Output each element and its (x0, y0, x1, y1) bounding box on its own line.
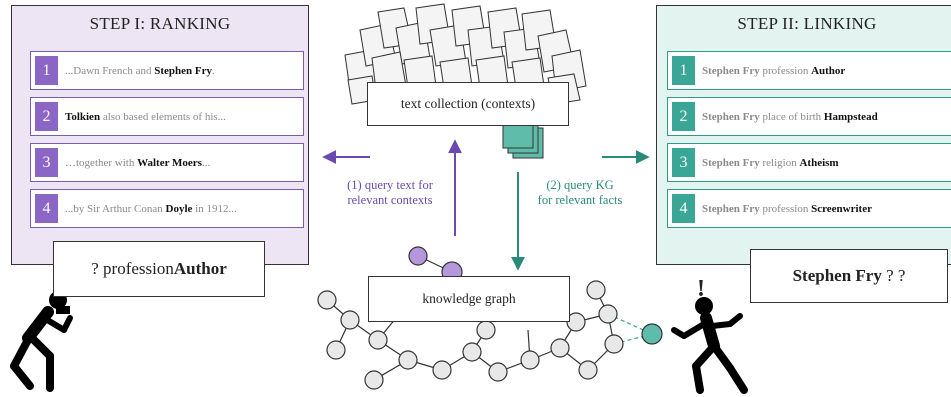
ranking-panel: STEP I: RANKING 1 ...Dawn French and Ste… (11, 5, 309, 265)
linking-title: STEP II: LINKING (737, 14, 877, 33)
ranking-item: 3 …together with Walter Moers... (30, 143, 304, 182)
ranking-item: 4 ...by Sir Arthur Conan Doyle in 1912..… (30, 189, 304, 228)
ranking-item-number: 4 (35, 194, 58, 223)
ranking-item-text: …together with Walter Moers... (65, 156, 211, 169)
linking-item-number: 2 (672, 102, 695, 131)
graph-node-icon (317, 280, 624, 390)
ranking-title: STEP I: RANKING (89, 14, 231, 33)
query-bubble-right: Stephen Fry ? ? (750, 249, 948, 303)
query-bubble-keyword: Author (173, 259, 227, 278)
linking-item-text: Stephen Fry place of birth Hampstead (702, 110, 878, 123)
ranking-item-number: 3 (35, 148, 58, 177)
linking-item: 4 Stephen Fry profession Screenwriter (667, 189, 951, 228)
person-surprised-icon (671, 297, 748, 394)
teal-graph-node-icon (641, 323, 663, 345)
knowledge-graph-box: knowledge graph (368, 276, 570, 322)
linking-item: 2 Stephen Fry place of birth Hampstead (667, 97, 951, 136)
ranking-item-text: Tolkien also based elements of his... (65, 110, 226, 123)
linking-item: 1 Stephen Fry profession Author (667, 51, 951, 90)
linking-item: 3 Stephen Fry religion Atheism (667, 143, 951, 182)
query-bubble-entity: Stephen Fry (792, 266, 882, 285)
document-stack-icon (344, 3, 587, 105)
ranking-item-number: 2 (35, 102, 58, 131)
query-kg-line: (2) query KG (546, 178, 614, 192)
query-text-label: (1) query text for relevant contexts (330, 178, 450, 208)
ranking-item-number: 1 (35, 56, 58, 85)
ranking-item-text: ...by Sir Arthur Conan Doyle in 1912... (65, 202, 237, 215)
query-kg-line: for relevant facts (537, 193, 623, 207)
linking-item-number: 3 (672, 148, 695, 177)
linking-item-text: Stephen Fry religion Atheism (702, 156, 839, 169)
ranking-item: 2 Tolkien also based elements of his... (30, 97, 304, 136)
exclamation-mark: ! (697, 276, 705, 302)
query-bubble-text: ? ? (881, 266, 906, 285)
linking-item-number: 4 (672, 194, 695, 223)
linking-item-text: Stephen Fry profession Author (702, 64, 846, 77)
linking-item-number: 1 (672, 56, 695, 85)
query-kg-label: (2) query KG for relevant facts (520, 178, 640, 208)
linking-item-text: Stephen Fry profession Screenwriter (702, 202, 872, 215)
person-searching-icon (10, 291, 73, 392)
query-bubble-left: ? profession Author (53, 241, 265, 297)
linking-panel: STEP II: LINKING 1 Stephen Fry professio… (656, 5, 951, 265)
query-bubble-text: ? profession (91, 259, 174, 278)
ranking-item: 1 ...Dawn French and Stephen Fry. (30, 51, 304, 90)
query-text-line: (1) query text for (347, 178, 433, 192)
query-text-line: relevant contexts (347, 193, 433, 207)
text-collection-box: text collection (contexts) (367, 82, 569, 126)
ranking-item-text: ...Dawn French and Stephen Fry. (65, 64, 215, 77)
